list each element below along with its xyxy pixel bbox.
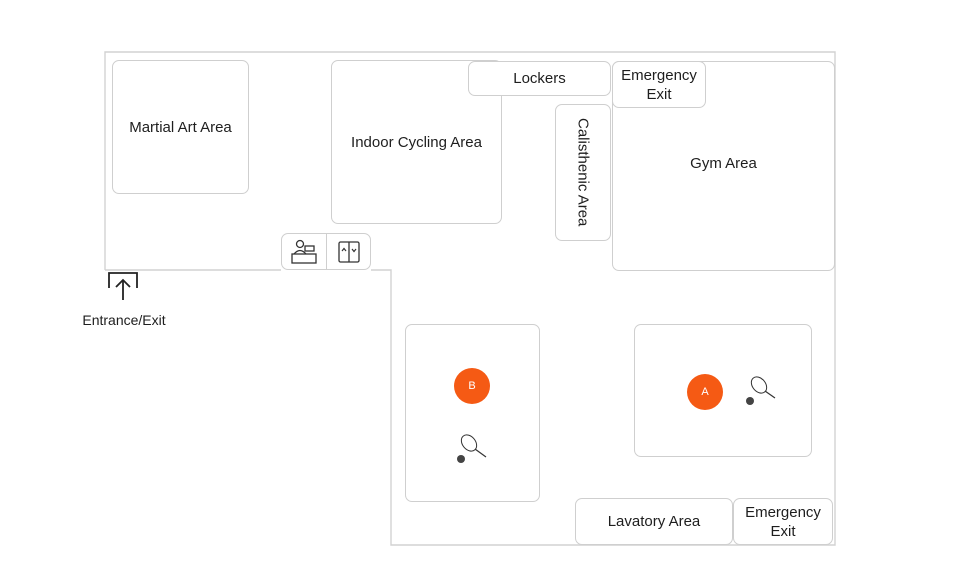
calisthenic-label: Calisthenic Area — [574, 118, 592, 227]
emergency-exit-bottom[interactable]: Emergency Exit — [733, 498, 833, 545]
entrance-arrow-icon[interactable] — [106, 270, 140, 302]
court-a-label: A — [701, 386, 709, 398]
emergency-exit-top-line1: Emergency — [621, 66, 697, 84]
lockers-label: Lockers — [513, 70, 566, 87]
pickleball-paddle-icon — [746, 376, 776, 405]
court-b-label: B — [468, 380, 476, 392]
court-b-marker[interactable]: B — [454, 368, 490, 404]
pickleball-paddle-icon — [457, 434, 487, 463]
gym-label: Gym Area — [690, 154, 757, 172]
emergency-exit-bottom-line2: Exit — [770, 522, 796, 540]
calisthenic-area[interactable]: Calisthenic Area — [555, 104, 611, 241]
court-b[interactable] — [405, 324, 540, 502]
court-a-marker[interactable]: A — [687, 374, 723, 410]
emergency-exit-top[interactable]: Emergency Exit — [612, 61, 706, 108]
gym-area[interactable]: Gym Area — [612, 61, 835, 271]
indoor-cycling-label: Indoor Cycling Area — [351, 133, 482, 151]
martial-art-area[interactable]: Martial Art Area — [112, 60, 249, 194]
reception-desk[interactable] — [281, 233, 327, 270]
lavatory-area[interactable]: Lavatory Area — [575, 498, 733, 545]
martial-art-label: Martial Art Area — [129, 118, 232, 136]
emergency-exit-bottom-line1: Emergency — [745, 503, 821, 521]
reception-desk-icon — [291, 239, 317, 264]
elevator[interactable] — [326, 233, 371, 270]
court-a[interactable] — [634, 324, 812, 457]
entrance-exit-label: Entrance/Exit — [82, 312, 166, 328]
emergency-exit-top-line2: Exit — [646, 85, 672, 103]
elevator-icon — [337, 240, 360, 263]
lockers-area[interactable]: Lockers — [468, 61, 611, 96]
lavatory-label: Lavatory Area — [607, 513, 701, 530]
